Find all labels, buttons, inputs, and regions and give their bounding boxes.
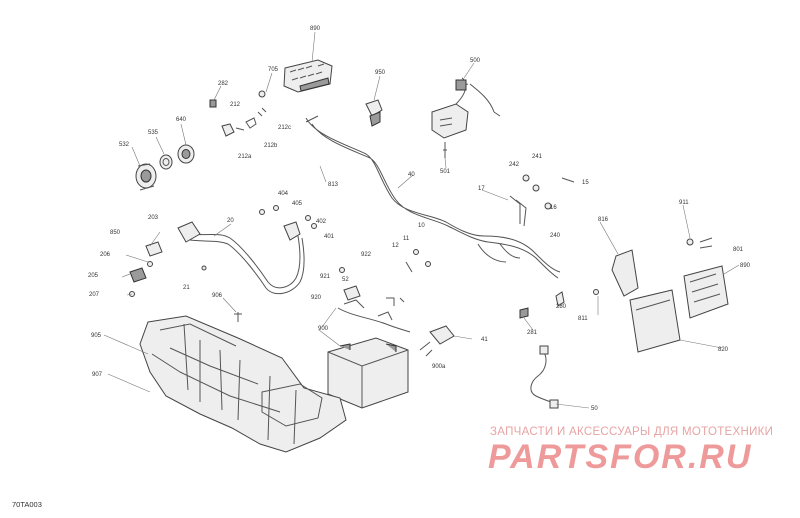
callout-905[interactable]: 905 <box>91 333 102 339</box>
callout-801[interactable]: 801 <box>733 247 744 253</box>
callout-212c[interactable]: 212c <box>278 125 291 131</box>
callout-11[interactable]: 11 <box>403 236 410 242</box>
callout-20[interactable]: 20 <box>227 218 234 224</box>
bolt-906 <box>234 312 242 322</box>
callout-813[interactable]: 813 <box>328 182 339 188</box>
callout-206[interactable]: 206 <box>100 252 111 258</box>
callout-921[interactable]: 921 <box>320 274 331 280</box>
callout-816[interactable]: 816 <box>598 217 609 223</box>
callout-405[interactable]: 405 <box>292 201 303 207</box>
callout-280[interactable]: 280 <box>556 304 567 310</box>
sensor-640-part[interactable] <box>177 144 195 164</box>
callout-535[interactable]: 535 <box>148 130 159 136</box>
bolt-922 <box>386 297 405 306</box>
connector-203-part[interactable] <box>177 221 201 243</box>
callout-890-ecu[interactable]: 890 <box>740 263 751 269</box>
callout-203[interactable]: 203 <box>148 215 159 221</box>
callout-212b[interactable]: 212b <box>264 143 278 149</box>
pin-501 <box>443 142 447 158</box>
callout-900a[interactable]: 900a <box>432 364 446 370</box>
module-500-part[interactable] <box>431 77 501 139</box>
callout-50[interactable]: 50 <box>591 406 598 412</box>
callout-labels: 890 705 282 212 212c 212b 212a 950 500 5… <box>88 26 751 412</box>
callout-922[interactable]: 922 <box>361 252 372 258</box>
callout-811[interactable]: 811 <box>578 316 588 322</box>
watermark-subtitle: ЗАПЧАСТИ И АКСЕССУАРЫ ДЛЯ МОТОТЕХНИКИ <box>490 426 774 438</box>
callout-907[interactable]: 907 <box>92 372 103 378</box>
callout-17[interactable]: 17 <box>478 186 485 192</box>
callout-501[interactable]: 501 <box>440 169 451 175</box>
callout-402[interactable]: 402 <box>316 219 327 225</box>
callout-850[interactable]: 850 <box>110 230 121 236</box>
callout-500[interactable]: 500 <box>470 58 481 64</box>
callout-40[interactable]: 40 <box>408 172 415 178</box>
callout-640[interactable]: 640 <box>176 117 187 123</box>
battery-part[interactable] <box>327 337 409 409</box>
callout-21[interactable]: 21 <box>183 285 190 291</box>
fuse-box-part[interactable] <box>283 59 333 93</box>
callout-820[interactable]: 820 <box>718 347 729 353</box>
leader-lines <box>103 31 740 409</box>
frame-part[interactable] <box>139 315 347 453</box>
callout-532[interactable]: 532 <box>119 142 130 148</box>
main-harness-part[interactable] <box>305 115 561 279</box>
callout-241[interactable]: 241 <box>532 154 543 160</box>
callout-15[interactable]: 15 <box>582 180 589 186</box>
fastener-group-center[interactable] <box>339 249 431 273</box>
sensor-50-connectors <box>539 345 559 409</box>
harness-branch-16 <box>509 195 527 227</box>
sensor-532-part[interactable] <box>135 163 157 191</box>
callout-41[interactable]: 41 <box>481 337 488 343</box>
connector-404-part[interactable] <box>259 205 317 241</box>
sensor-harness-50[interactable] <box>530 351 557 405</box>
callout-207[interactable]: 207 <box>89 292 100 298</box>
bracket-816-part[interactable] <box>593 249 639 297</box>
connector-850-part[interactable] <box>129 241 207 297</box>
sensor-535-part[interactable] <box>159 154 173 170</box>
callout-12[interactable]: 12 <box>392 243 399 249</box>
callout-705[interactable]: 705 <box>268 67 279 73</box>
callout-404[interactable]: 404 <box>278 191 289 197</box>
harness-20-part[interactable] <box>189 233 305 295</box>
fastener-group-right[interactable] <box>522 174 575 210</box>
fastener-group-911[interactable] <box>686 237 713 249</box>
callout-205[interactable]: 205 <box>88 273 99 279</box>
ecu-890-part[interactable] <box>683 265 729 319</box>
relay-part[interactable] <box>365 99 383 127</box>
callout-212a[interactable]: 212a <box>238 154 252 160</box>
callout-242[interactable]: 242 <box>509 162 520 168</box>
callout-52[interactable]: 52 <box>342 277 349 283</box>
callout-281[interactable]: 281 <box>527 330 538 336</box>
callout-890[interactable]: 890 <box>310 26 321 32</box>
battery-strap-41[interactable] <box>419 325 455 357</box>
fastener-group-280[interactable] <box>519 291 565 319</box>
battery-cable-920[interactable] <box>337 299 411 333</box>
diagram-code: 70TA003 <box>12 500 42 509</box>
callout-920[interactable]: 920 <box>311 295 322 301</box>
callout-401[interactable]: 401 <box>324 234 335 240</box>
callout-900[interactable]: 900 <box>318 326 329 332</box>
callout-950[interactable]: 950 <box>375 70 386 76</box>
ecu-cover-820-part[interactable] <box>629 289 681 353</box>
callout-10[interactable]: 10 <box>418 223 425 229</box>
callout-282[interactable]: 282 <box>218 81 229 87</box>
watermark-logo[interactable]: PARTSFOR.RU <box>488 438 753 476</box>
callout-906[interactable]: 906 <box>212 293 223 299</box>
callout-240[interactable]: 240 <box>550 233 561 239</box>
callout-16[interactable]: 16 <box>550 205 557 211</box>
callout-911[interactable]: 911 <box>679 200 689 206</box>
callout-212[interactable]: 212 <box>230 102 241 108</box>
bracket-52[interactable] <box>343 285 361 301</box>
fastener-group-top-left[interactable] <box>209 90 267 137</box>
